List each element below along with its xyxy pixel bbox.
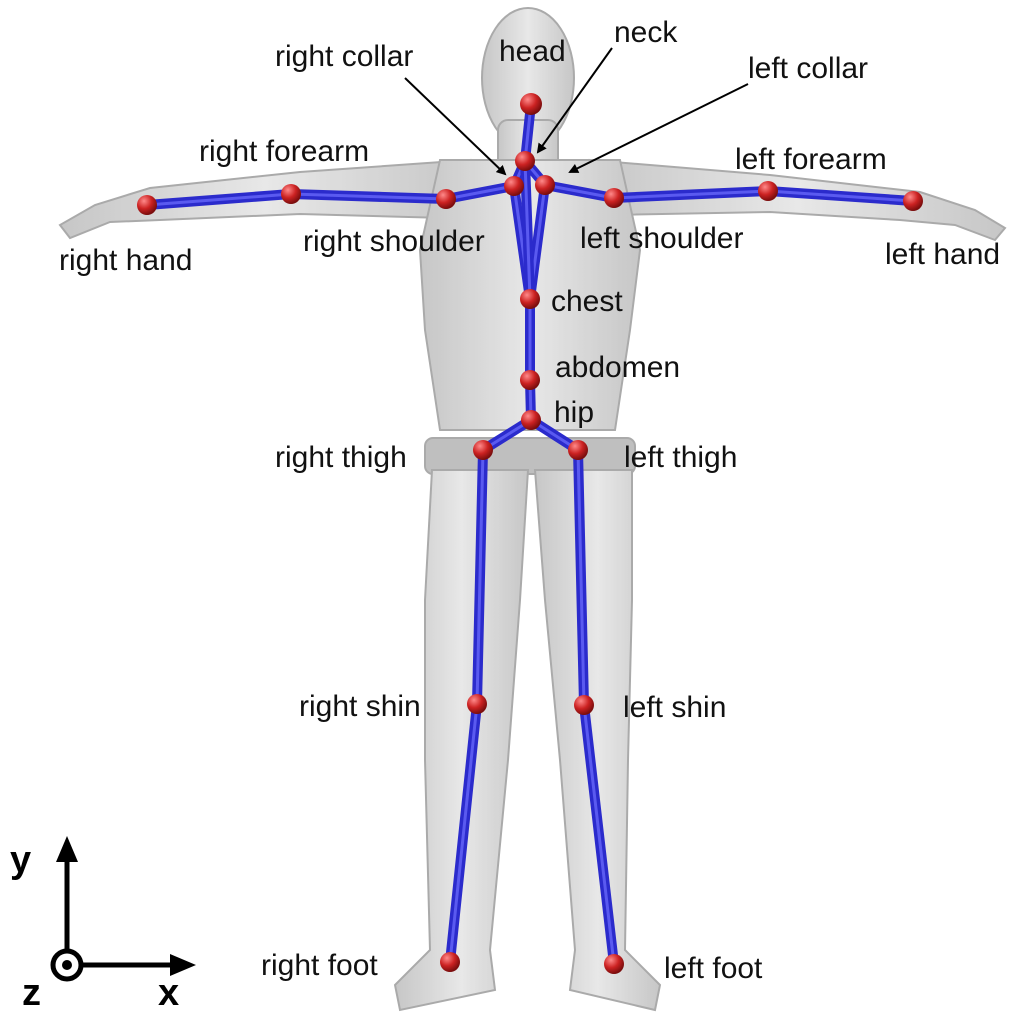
label-right-shoulder: right shoulder xyxy=(303,225,485,258)
label-left-hand: left hand xyxy=(885,238,1000,271)
joint-left-forearm xyxy=(758,181,778,201)
joint-left-shin xyxy=(574,695,594,715)
label-left-foot: left foot xyxy=(664,952,763,985)
body-belt xyxy=(425,438,635,474)
z-axis-dot xyxy=(62,960,72,970)
joint-abdomen xyxy=(520,370,540,390)
joint-left-foot xyxy=(604,954,624,974)
label-right-thigh: right thigh xyxy=(275,441,407,474)
joint-left-collar xyxy=(535,175,555,195)
joint-head xyxy=(520,93,542,115)
y-axis-arrowhead xyxy=(56,836,78,862)
label-left-shin: left shin xyxy=(623,691,726,724)
label-left-collar: left collar xyxy=(748,52,868,85)
label-head: head xyxy=(499,35,566,68)
label-abdomen: abdomen xyxy=(555,351,680,384)
y-axis-label: y xyxy=(10,839,31,881)
label-neck: neck xyxy=(614,16,678,49)
joint-neck xyxy=(515,151,535,171)
label-left-forearm: left forearm xyxy=(735,143,887,176)
body-right-leg xyxy=(395,470,528,1010)
skeleton-bones xyxy=(147,104,913,964)
label-chest: chest xyxy=(551,285,623,318)
joint-right-shoulder xyxy=(436,189,456,209)
joint-right-collar xyxy=(504,176,524,196)
label-left-shoulder: left shoulder xyxy=(580,222,743,255)
coordinate-axes: y x z xyxy=(10,836,196,1014)
joint-left-hand xyxy=(903,191,923,211)
label-hip: hip xyxy=(554,396,594,429)
joint-hip xyxy=(521,410,541,430)
joint-right-shin xyxy=(467,694,487,714)
z-axis-label: z xyxy=(22,972,41,1014)
label-right-hand: right hand xyxy=(59,244,192,277)
x-axis-label: x xyxy=(158,972,179,1014)
label-right-shin: right shin xyxy=(299,690,421,723)
leader-left-collar xyxy=(570,84,748,172)
joint-chest xyxy=(520,289,540,309)
joint-right-foot xyxy=(440,952,460,972)
label-left-thigh: left thigh xyxy=(624,441,737,474)
joint-right-forearm xyxy=(281,184,301,204)
joint-right-hand xyxy=(137,195,157,215)
label-leader-arrows xyxy=(405,48,748,174)
joint-left-shoulder xyxy=(604,188,624,208)
label-right-forearm: right forearm xyxy=(199,135,369,168)
joint-right-thigh xyxy=(473,440,493,460)
label-right-foot: right foot xyxy=(261,949,378,982)
label-right-collar: right collar xyxy=(275,40,413,73)
joint-left-thigh xyxy=(568,440,588,460)
body-left-leg xyxy=(535,470,660,1010)
